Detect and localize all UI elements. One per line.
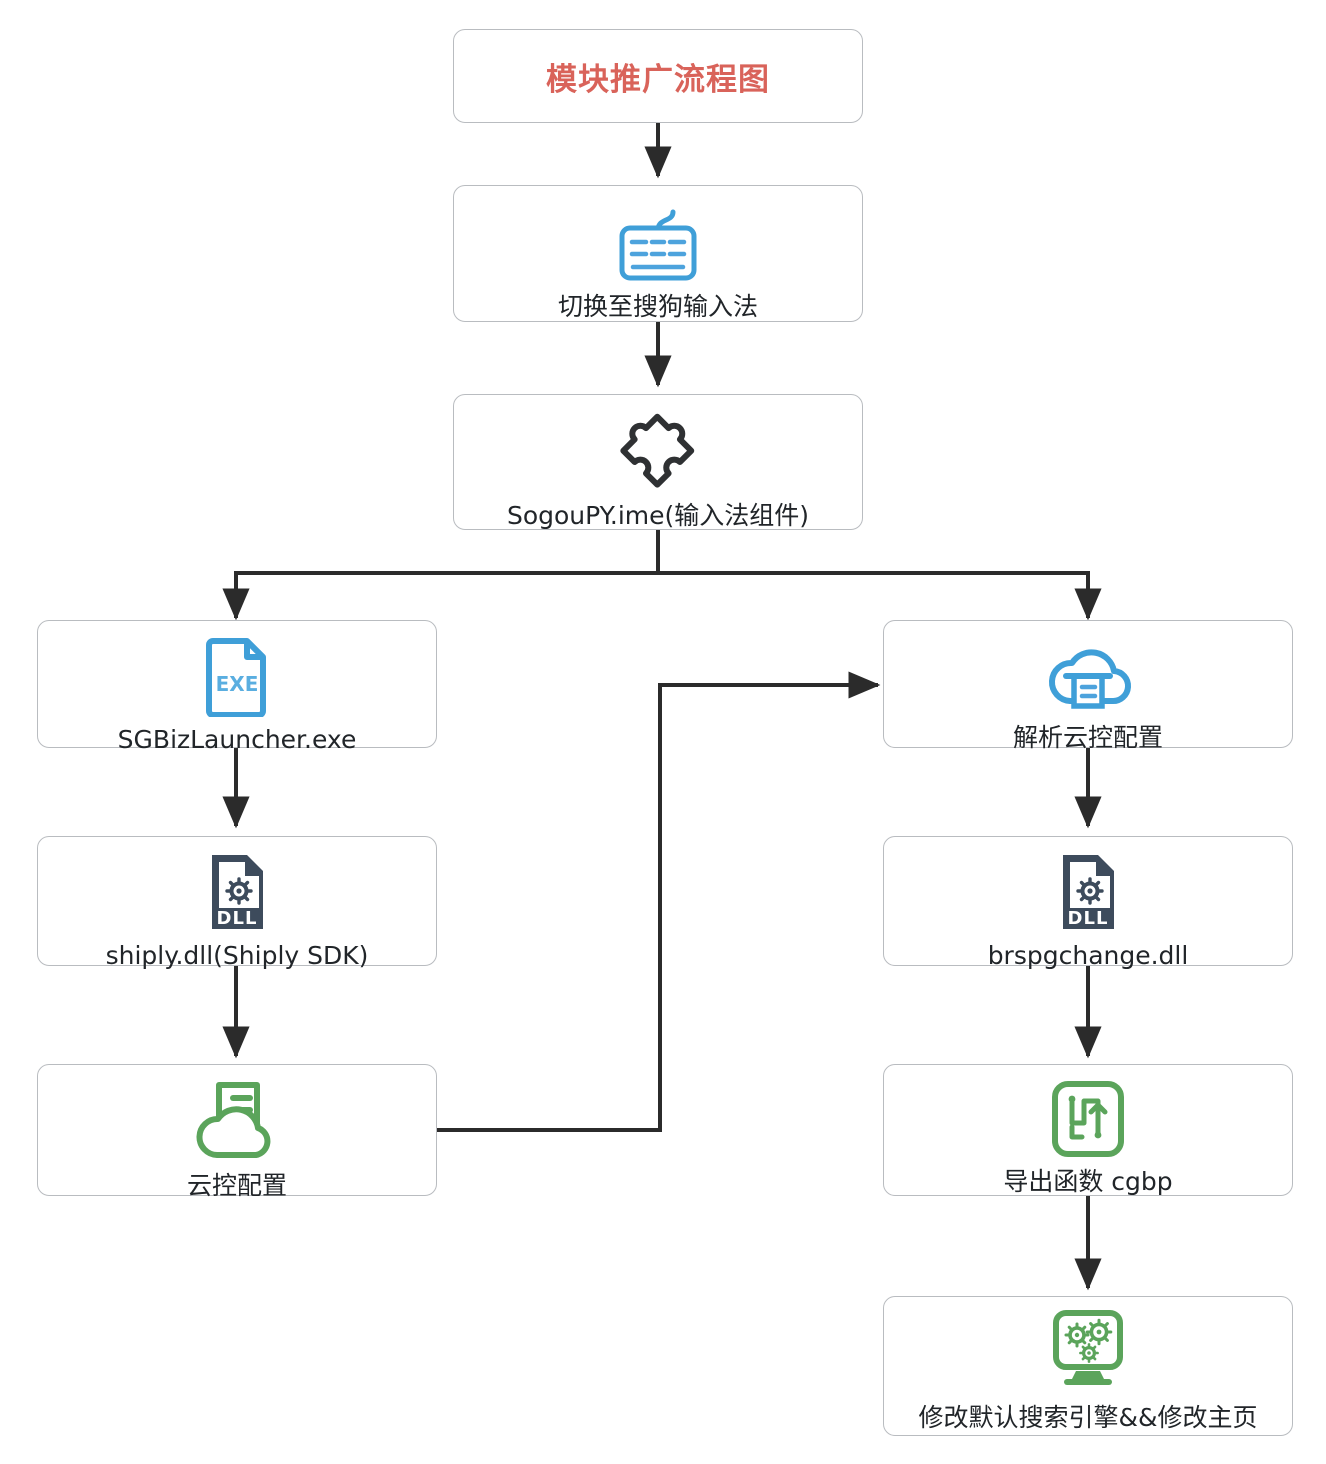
node-modify-search-home-label: 修改默认搜索引擎&&修改主页 (918, 1403, 1258, 1432)
node-export-func-cgbp-label: 导出函数 cgbp (1003, 1167, 1173, 1196)
cloud-document-icon (191, 1079, 283, 1168)
node-switch-ime-label: 切换至搜狗输入法 (557, 292, 758, 321)
dll-file-icon: DLL (199, 851, 275, 938)
node-switch-ime[interactable]: 切换至搜狗输入法 (453, 185, 863, 322)
puzzle-piece-icon (608, 407, 708, 498)
node-cloud-config[interactable]: 云控配置 (37, 1064, 437, 1199)
node-shiply-dll-label: shiply.dll(Shiply SDK) (105, 941, 369, 970)
keyboard-icon (603, 204, 713, 289)
node-sgbizlauncher[interactable]: EXE SGBizLauncher.exe (37, 620, 437, 753)
node-brspgchange-dll-label: brspgchange.dll (987, 941, 1189, 970)
node-shiply-dll[interactable]: DLL shiply.dll(Shiply SDK) (37, 836, 437, 969)
dll-file-icon-text: DLL (217, 908, 258, 929)
node-modify-search-home[interactable]: 修改默认搜索引擎&&修改主页 (883, 1296, 1293, 1436)
dll-file-icon-text: DLL (1068, 908, 1109, 929)
dll-file-icon: DLL (1050, 851, 1126, 938)
cloud-upload-doc-icon (1038, 631, 1138, 720)
node-cloud-config-label: 云控配置 (186, 1171, 287, 1200)
page-title: 模块推广流程图 (546, 61, 770, 98)
node-title[interactable]: 模块推广流程图 (453, 29, 863, 123)
node-parse-cloud-config[interactable]: 解析云控配置 (883, 620, 1293, 751)
node-export-func-cgbp[interactable]: 导出函数 cgbp (883, 1064, 1293, 1196)
function-circuit-icon (1047, 1079, 1129, 1164)
node-sgbizlauncher-label: SGBizLauncher.exe (117, 725, 357, 754)
exe-file-icon-text: EXE (216, 672, 259, 696)
exe-file-icon: EXE (199, 635, 275, 722)
edge-sogoupy-to-parse-cloud-config (658, 571, 1102, 621)
monitor-gears-icon (1036, 1309, 1140, 1400)
node-sogoupy-ime-label: SogouPY.ime(输入法组件) (506, 501, 810, 530)
edge-sogoupy-to-sgbizlauncher (222, 571, 658, 621)
edge-cloud-config-to-parse-cloud-config (437, 671, 881, 1132)
node-brspgchange-dll[interactable]: DLL brspgchange.dll (883, 836, 1293, 969)
node-parse-cloud-config-label: 解析云控配置 (1012, 723, 1163, 752)
node-sogoupy-ime[interactable]: SogouPY.ime(输入法组件) (453, 394, 863, 530)
